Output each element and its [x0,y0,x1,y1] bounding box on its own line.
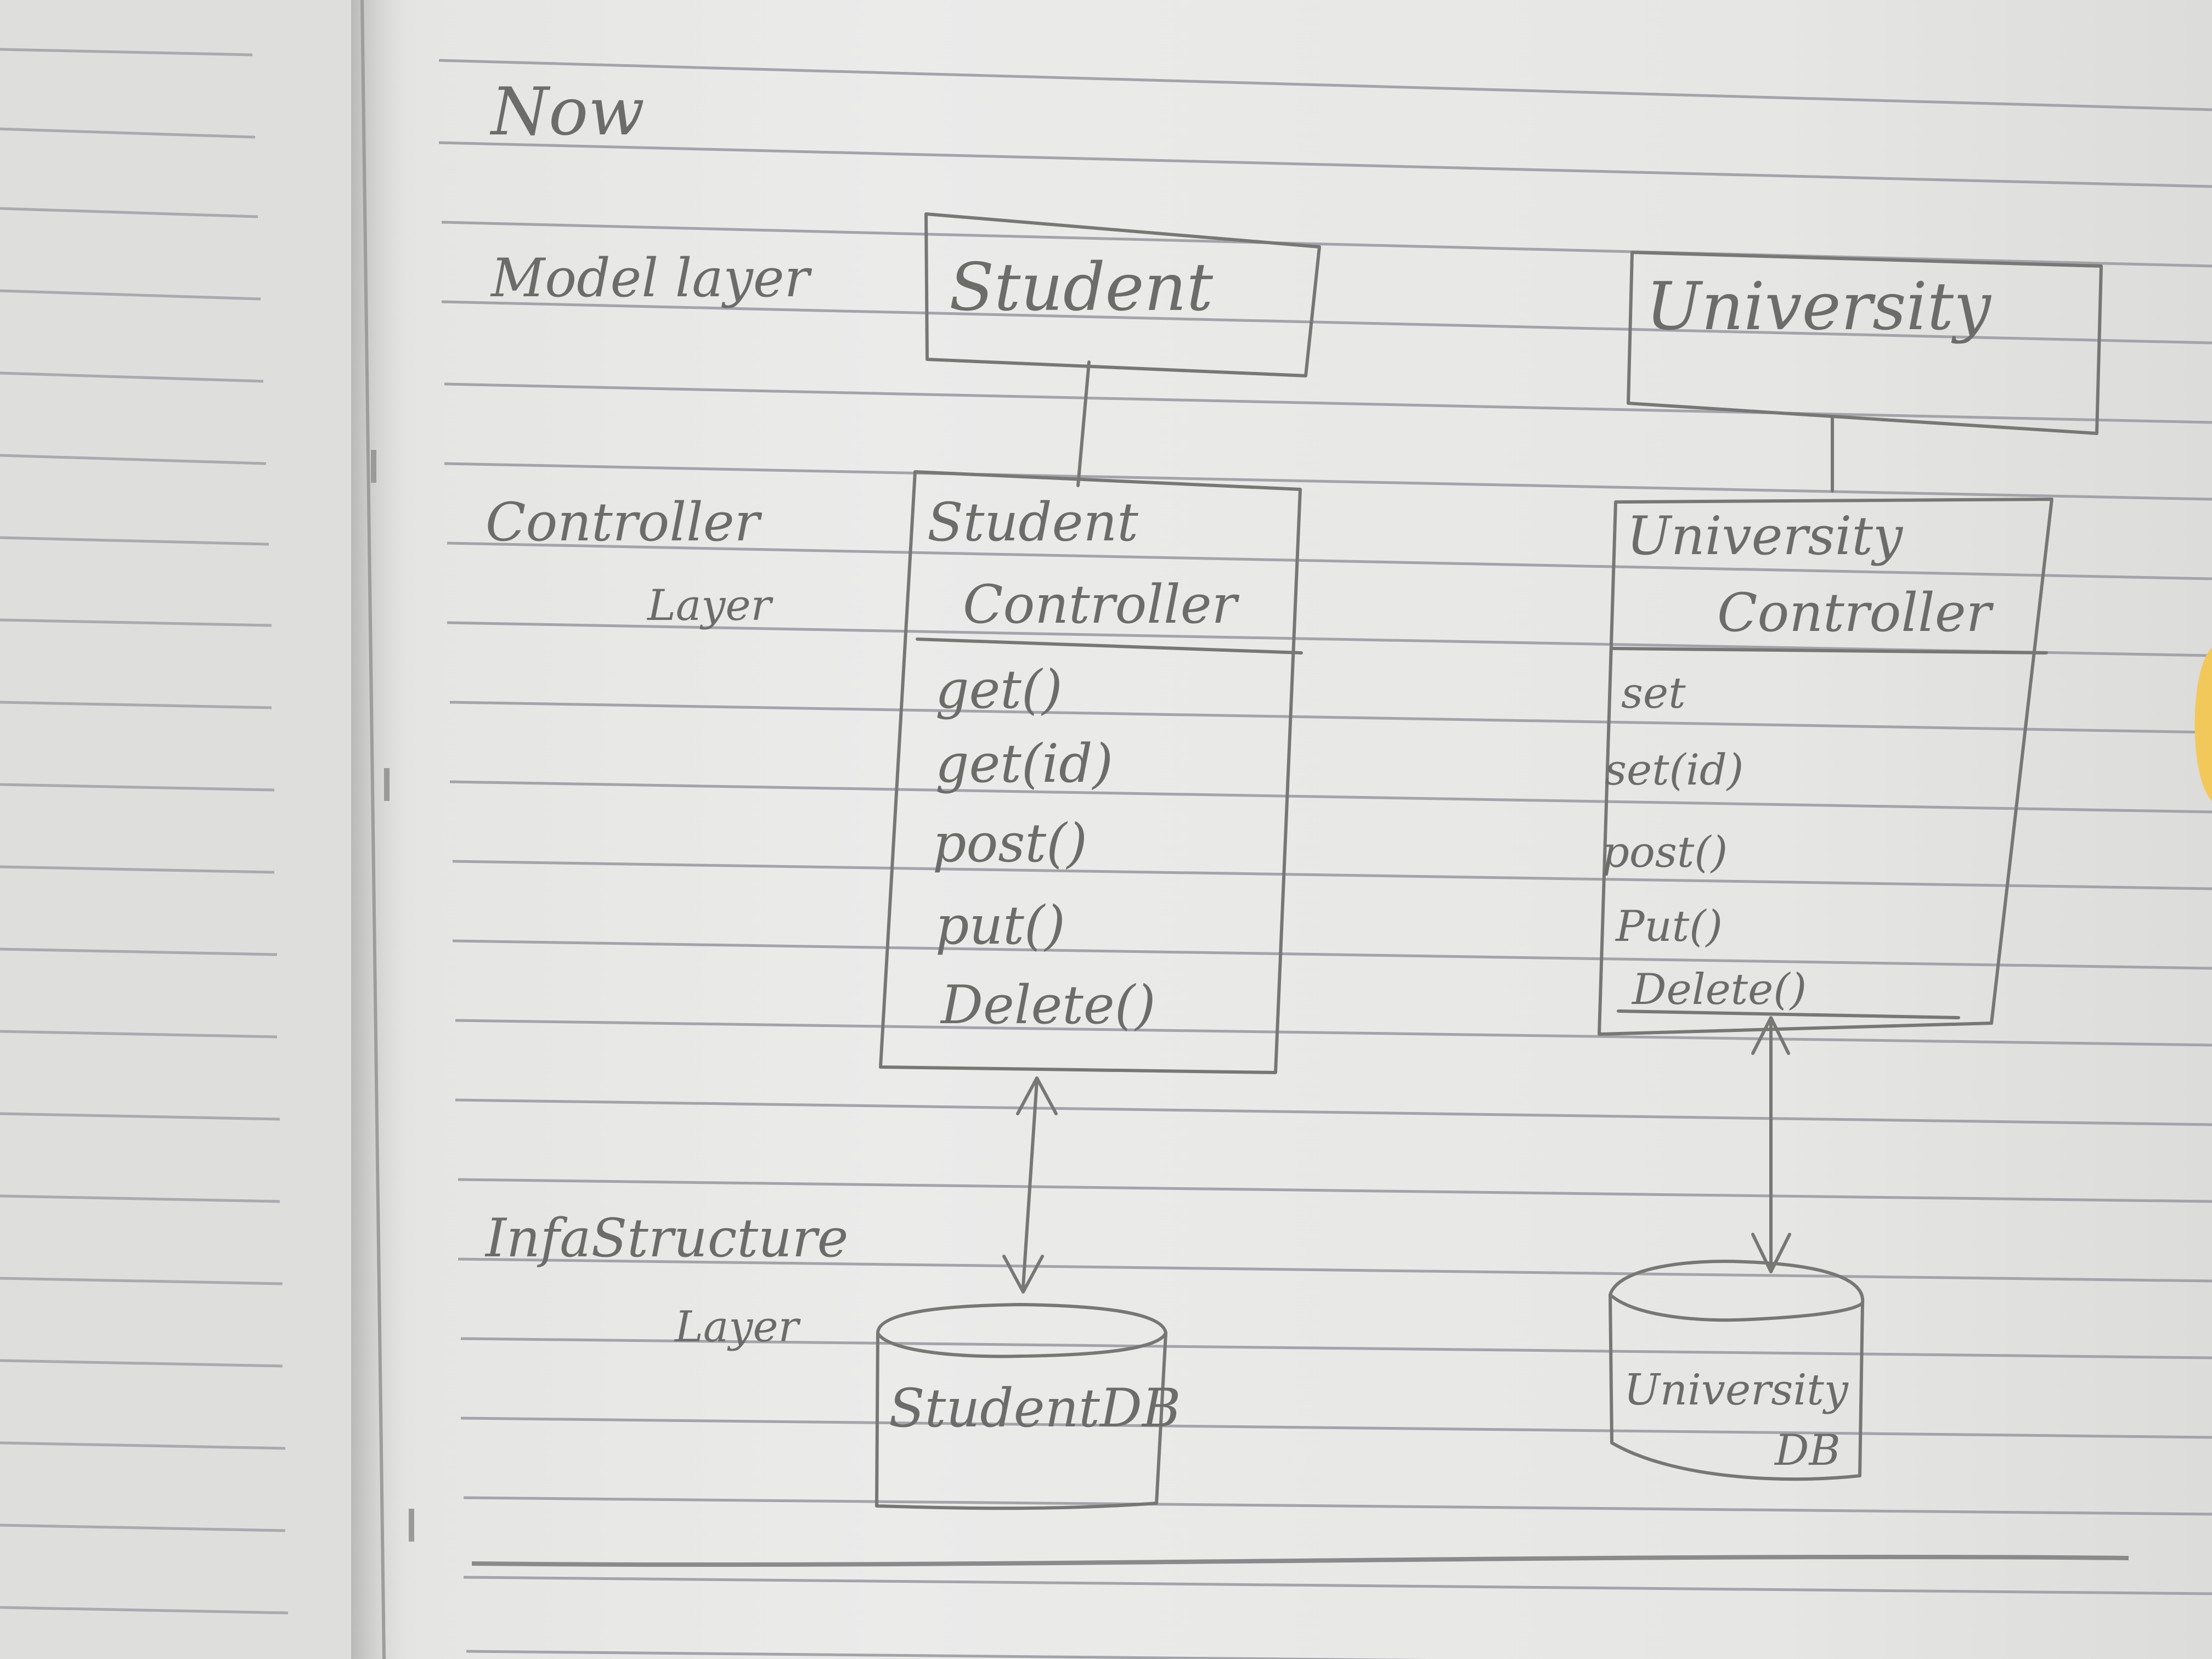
infrastructure-layer-label-line2: Layer [674,1302,802,1352]
student-controller-title-line1: Student [927,492,1138,553]
university-controller-divider [1611,647,2048,654]
spine-edge [360,0,386,1659]
student-arrow-head-bottom [1002,1255,1044,1294]
university-method-5: Delete() [1631,965,1807,1014]
controller-layer-label-line2: Layer [646,581,774,630]
student-model-label: Student [949,250,1214,326]
student-db-top-front [876,1331,1167,1358]
student-db-top-back [876,1303,1167,1335]
university-controller-box [1598,498,2053,1036]
university-model-label: University [1646,269,1992,345]
university-arrow-head-bottom [1751,1233,1791,1273]
left-page-rules [0,48,289,1615]
student-db-body [875,1331,1167,1510]
university-db-body [1609,1293,1864,1481]
model-layer-label: Model layer [490,247,812,309]
binding-stitches [371,450,414,1542]
university-model-box [1627,251,2103,435]
pencil-strokes [875,212,2103,1510]
student-controller-divider [916,637,1303,654]
university-controller-underline [1617,1009,1960,1019]
student-method-2: get(id) [935,733,1113,794]
student-db-label: StudentDB [889,1378,1181,1439]
student-method-5: Delete() [940,974,1156,1036]
university-method-3: post() [1602,828,1728,877]
student-method-3: post() [933,812,1087,874]
university-db-top-back [1609,1260,1865,1305]
page-title: Now [489,74,645,150]
infrastructure-layer-label-line1: InfaStructure [484,1207,848,1269]
university-controller-title-line1: University [1627,505,1904,567]
student-controller-box [879,470,1302,1074]
left-page [0,0,351,1659]
spine-shadow [351,0,417,1659]
university-controller-title-line2: Controller [1717,582,1994,644]
university-db-top-front [1609,1293,1864,1322]
student-method-1: get() [935,659,1063,720]
university-db-label-line1: University [1624,1365,1849,1415]
university-db-label-line2: DB [1774,1426,1841,1475]
student-model-connector [1076,360,1091,487]
university-arrow-head-top [1751,1016,1790,1055]
bottom-rule [471,1554,2129,1567]
student-arrow-head-top [1016,1076,1058,1115]
student-model-box [924,212,1321,377]
student-controller-title-line2: Controller [963,574,1240,635]
student-method-4: put() [935,895,1065,956]
university-method-1: set [1621,669,1686,718]
university-method-4: Put() [1615,902,1723,951]
student-arrow-shaft [1022,1079,1039,1288]
university-method-2: set(id) [1605,746,1743,795]
controller-layer-label-line1: Controller [486,492,763,553]
yellow-sticky-edge [2194,647,2212,801]
